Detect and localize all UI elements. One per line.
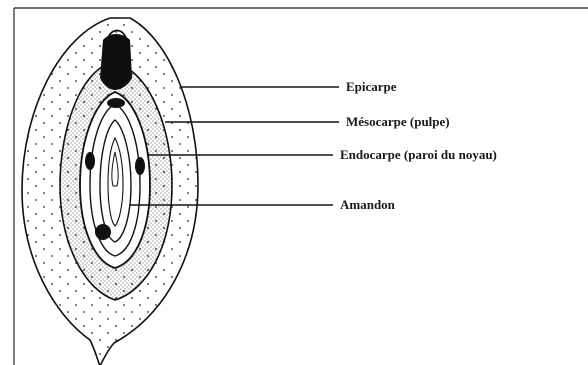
vascular-spot xyxy=(107,98,125,108)
label-epicarpe: Epicarpe xyxy=(346,79,397,94)
label-mesocarpe: Mésocarpe (pulpe) xyxy=(346,114,450,129)
vascular-spot xyxy=(135,157,145,175)
fruit xyxy=(22,18,198,365)
vascular-spot xyxy=(95,224,111,240)
label-endocarpe: Endocarpe (paroi du noyau) xyxy=(340,147,497,162)
stalk-dark xyxy=(100,34,132,90)
label-amandon: Amandon xyxy=(340,197,396,212)
vascular-spot xyxy=(85,152,95,170)
